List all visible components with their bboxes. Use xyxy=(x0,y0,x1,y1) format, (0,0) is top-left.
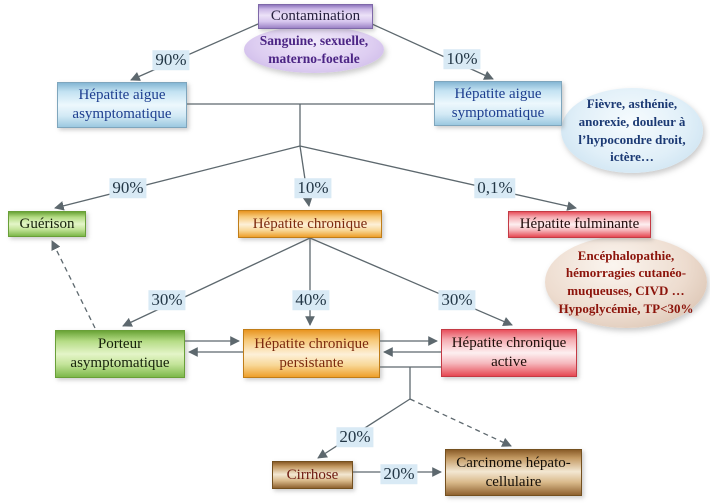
node-hepatite-aigue-symptomatique: Hépatite aigue symptomatique xyxy=(434,81,562,126)
edge-aigue-fulminante xyxy=(299,145,577,211)
label-pct-aigue-fulminante: 0,1% xyxy=(474,178,516,198)
note-signes-fulminante: Encéphalopathie, hémorragies cutanéo-muq… xyxy=(545,236,707,328)
label-pct-aigue-guerison: 90% xyxy=(109,178,147,198)
node-hepatite-fulminante: Hépatite fulminante xyxy=(508,211,651,238)
node-hepatite-chronique-persistante: Hépatite chronique persistante xyxy=(243,329,380,378)
label-pct-chronique-persistante: 40% xyxy=(292,290,330,310)
edge-chronique-porteur xyxy=(122,237,311,327)
node-carcinome-hepatocellulaire: Carcinome hépato-cellulaire xyxy=(445,449,582,496)
label-pct-contamination-asymptomatique: 90% xyxy=(152,50,190,70)
label-pct-contamination-symptomatique: 10% xyxy=(443,49,481,69)
edge-contamination-asymptomatique xyxy=(130,23,259,81)
edge-chronique-active xyxy=(309,237,513,327)
edge-to-carcinome-dashed xyxy=(409,398,512,447)
edge-contamination-symptomatique xyxy=(371,23,494,80)
label-pct-cirrhose-carcinome: 20% xyxy=(380,464,418,484)
note-symptomes-aigus: Fièvre, asthénie, anorexie, douleur à l’… xyxy=(561,88,703,173)
node-hepatite-aigue-asymptomatique: Hépatite aigue asymptomatique xyxy=(57,82,187,128)
edge-porteur-guerison-dashed xyxy=(51,240,96,329)
node-porteur-asymptomatique: Porteur asymptomatique xyxy=(55,330,185,378)
node-cirrhose: Cirrhose xyxy=(272,461,353,489)
label-pct-chronique-active: 30% xyxy=(438,290,476,310)
note-contamination-routes: Sanguine, sexuelle, materno-foetale xyxy=(244,26,384,73)
edge-aigue-guerison xyxy=(54,145,301,211)
label-pct-to-cirrhose: 20% xyxy=(336,427,374,447)
node-hepatite-chronique-active: Hépatite chronique active xyxy=(441,329,577,377)
label-pct-chronique-porteur: 30% xyxy=(148,290,186,310)
node-guerison: Guérison xyxy=(8,211,86,237)
node-hepatite-chronique: Hépatite chronique xyxy=(238,210,382,238)
label-pct-aigue-chronique: 10% xyxy=(294,178,332,198)
node-contamination: Contamination xyxy=(258,4,373,29)
